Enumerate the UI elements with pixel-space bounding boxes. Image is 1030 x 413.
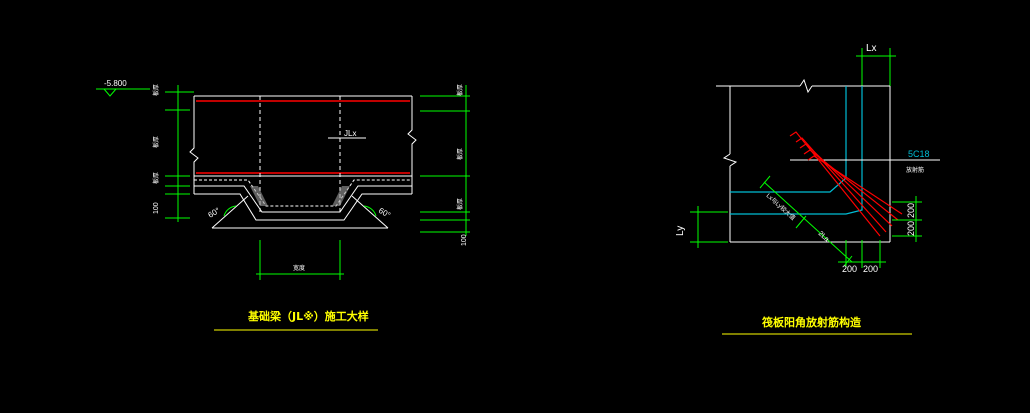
dim-bottom-label: 宽度 [293, 264, 305, 272]
ly-label: Ly [675, 226, 686, 236]
angle-right: 60° [377, 206, 392, 220]
elevation-label: -5.800 [104, 79, 127, 88]
break-line-right [407, 96, 417, 176]
dim-small-label-1: 板厚 [152, 84, 160, 96]
elevation-marker: -5.800 [96, 79, 150, 97]
diag-label-2: 2La [817, 230, 830, 243]
break-line-left [189, 130, 199, 176]
beam-dashed-outline [259, 96, 341, 212]
bottom-width-dimension [256, 240, 344, 280]
foundation-base [211, 195, 389, 229]
beam-tag: JLx [328, 129, 366, 139]
left-dimension-chain [165, 85, 194, 222]
break-top [799, 78, 813, 94]
diag-label-1: Lx与Ly较大值 [765, 192, 797, 222]
right-detail: Lx Ly 5C18 放射筋 [675, 43, 940, 335]
ly-dimension [690, 206, 728, 248]
rebar-sublabel: 放射筋 [906, 166, 924, 174]
beam-tag-label: JLx [344, 129, 356, 138]
dim-small-label-4: 板厚 [456, 84, 464, 96]
beam-trough [194, 179, 412, 221]
lx-label: Lx [866, 43, 877, 54]
dim-200-vertical [892, 196, 922, 242]
dim-200-d: 200 [906, 221, 916, 236]
dim-small-label-6: 板厚 [456, 198, 464, 210]
dim-200-a: 200 [842, 264, 857, 274]
lx-dimension [856, 48, 896, 88]
dim-small-label-2: 板厚 [152, 136, 160, 148]
slab-outline [193, 95, 413, 194]
dim-200-c: 200 [906, 203, 916, 218]
break-left [722, 153, 738, 167]
right-dimension-chain [420, 85, 470, 236]
dim-small-label-3: 板厚 [152, 172, 160, 184]
radial-rebars [789, 131, 903, 237]
slab-corner-outline [716, 85, 891, 243]
angle-arc-left [223, 205, 237, 217]
angle-arc-right [363, 205, 377, 217]
right-detail-title: 筏板阳角放射筋构造 [762, 315, 862, 329]
angle-left: 60° [207, 206, 222, 220]
dim-200-b: 200 [863, 264, 878, 274]
cyan-rebars [730, 86, 863, 215]
rebar-label: 5C18 [908, 149, 930, 159]
dim-200-horizontal [838, 240, 886, 268]
dim-100-left: 100 [153, 202, 160, 214]
diagonal-dimension [759, 175, 853, 267]
dim-small-label-5: 板厚 [456, 148, 464, 160]
dim-100-right: 100 [461, 234, 468, 246]
haunch-hatch [250, 186, 350, 206]
left-detail-title: 基础梁（JL※）施工大样 [247, 309, 369, 323]
left-detail: -5.800 板厚 板厚 板厚 100 [96, 79, 470, 331]
